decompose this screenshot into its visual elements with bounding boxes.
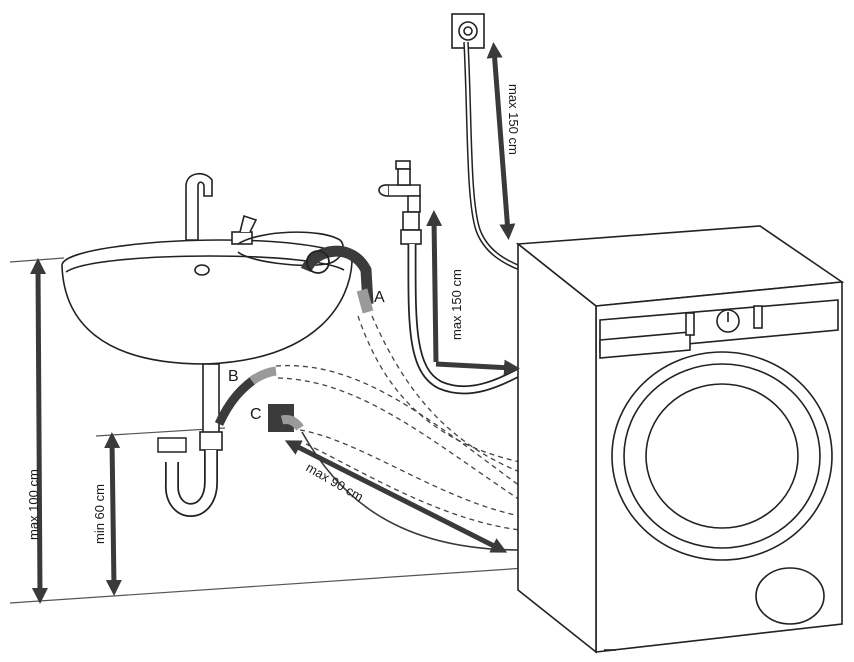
washing-machine [515,225,845,654]
label-tap-max: max 150 cm [449,269,464,340]
machine-drain-hose [301,431,521,551]
power-cable [463,41,522,271]
arrow-min-60 [104,432,122,596]
drain-outlet-c [268,404,304,432]
sink [61,173,353,451]
drain-hose-b [214,366,277,426]
arrow-max-90 [284,440,508,553]
arrow-max-100 [30,258,48,604]
water-tap [378,160,422,245]
drain-hose-a [300,245,374,314]
label-min-60: min 60 cm [92,484,107,544]
dimension-arrows [30,42,520,604]
label-c: C [250,406,262,423]
label-socket-max: max 150 cm [506,84,521,155]
arrow-socket-height [486,42,516,240]
label-max-100: max 100 cm [26,469,41,540]
label-b: B [228,368,239,385]
label-a: A [374,289,385,306]
arrow-tap-height [426,210,443,363]
